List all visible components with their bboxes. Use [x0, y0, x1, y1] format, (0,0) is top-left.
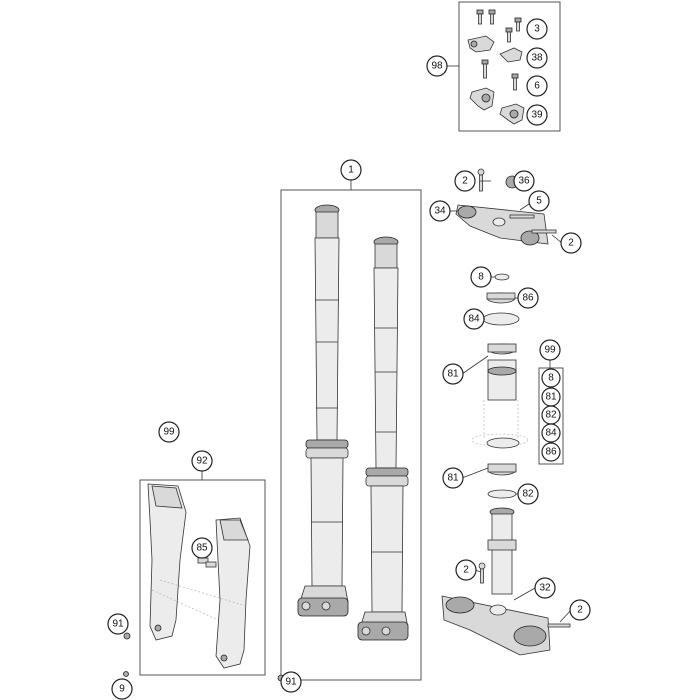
svg-text:98: 98: [431, 61, 443, 72]
top-triple-clamp: [455, 168, 557, 246]
svg-text:2: 2: [568, 238, 574, 249]
callout-2-lower-right[interactable]: 2: [569, 599, 591, 621]
svg-text:86: 86: [545, 447, 557, 458]
svg-text:34: 34: [434, 206, 446, 217]
svg-text:8: 8: [548, 373, 554, 384]
kit-item-86[interactable]: 86: [541, 442, 561, 462]
fork-guard-left: [147, 483, 187, 641]
callout-2-top[interactable]: 2: [454, 170, 476, 192]
svg-text:82: 82: [522, 489, 534, 500]
svg-text:81: 81: [447, 369, 459, 380]
callout-39[interactable]: 39: [526, 104, 548, 126]
fork-guards-box: [139, 479, 266, 676]
kit-box-98: [458, 1, 561, 132]
svg-text:39: 39: [531, 110, 543, 121]
svg-text:1: 1: [348, 165, 354, 176]
callout-34[interactable]: 34: [429, 200, 451, 222]
svg-text:99: 99: [163, 427, 175, 438]
callout-92[interactable]: 92: [191, 450, 213, 472]
callout-85[interactable]: 85: [191, 537, 213, 559]
svg-text:81: 81: [545, 392, 557, 403]
fork-leg-right: [357, 236, 409, 641]
kit-item-84[interactable]: 84: [541, 423, 561, 443]
svg-text:9: 9: [119, 684, 125, 695]
kit-item-81[interactable]: 81: [541, 387, 561, 407]
callout-82[interactable]: 82: [517, 483, 539, 505]
callout-91-left[interactable]: 91: [107, 613, 129, 635]
kit-list-box-99: [538, 367, 564, 465]
callout-81-upper[interactable]: 81: [442, 363, 464, 385]
svg-text:81: 81: [447, 473, 459, 484]
svg-text:99: 99: [544, 345, 556, 356]
callout-36[interactable]: 36: [513, 170, 535, 192]
svg-text:84: 84: [545, 428, 557, 439]
svg-text:86: 86: [522, 293, 534, 304]
svg-text:91: 91: [112, 619, 124, 630]
callout-99-guards[interactable]: 99: [158, 421, 180, 443]
callout-1[interactable]: 1: [340, 159, 362, 181]
svg-text:2: 2: [577, 605, 583, 616]
callout-32[interactable]: 32: [534, 577, 556, 599]
svg-text:2: 2: [463, 565, 469, 576]
kit-item-8[interactable]: 8: [541, 368, 561, 388]
callout-2-right[interactable]: 2: [560, 232, 582, 254]
callout-98[interactable]: 98: [426, 55, 448, 77]
svg-text:8: 8: [478, 272, 484, 283]
callout-8[interactable]: 8: [470, 266, 492, 288]
guard-bolts: [123, 557, 285, 682]
kit-item-82[interactable]: 82: [541, 405, 561, 425]
callout-81-lower[interactable]: 81: [442, 467, 464, 489]
callout-38[interactable]: 38: [526, 47, 548, 69]
callout-84[interactable]: 84: [463, 308, 485, 330]
bearing-stack: [471, 273, 529, 499]
callout-9[interactable]: 9: [111, 678, 133, 700]
fork-leg-left: [297, 204, 349, 617]
bolt-kit-parts: [467, 9, 525, 125]
svg-text:32: 32: [539, 583, 551, 594]
callout-6[interactable]: 6: [526, 75, 548, 97]
svg-text:6: 6: [534, 81, 540, 92]
callout-2-lower[interactable]: 2: [455, 559, 477, 581]
callout-99-kit[interactable]: 99: [539, 339, 561, 361]
svg-text:3: 3: [534, 24, 540, 35]
fork-guard-right: [215, 517, 251, 669]
callout-3[interactable]: 3: [526, 18, 548, 40]
svg-text:82: 82: [545, 410, 557, 421]
svg-text:36: 36: [518, 176, 530, 187]
callout-91-right[interactable]: 91: [280, 671, 302, 693]
svg-text:85: 85: [196, 543, 208, 554]
svg-text:92: 92: [196, 456, 208, 467]
svg-text:84: 84: [468, 314, 480, 325]
svg-text:5: 5: [536, 196, 542, 207]
svg-text:38: 38: [531, 53, 543, 64]
callout-86[interactable]: 86: [517, 287, 539, 309]
svg-text:2: 2: [462, 176, 468, 187]
svg-text:91: 91: [285, 677, 297, 688]
lower-triple-clamp: [441, 507, 571, 656]
callout-5[interactable]: 5: [528, 190, 550, 212]
